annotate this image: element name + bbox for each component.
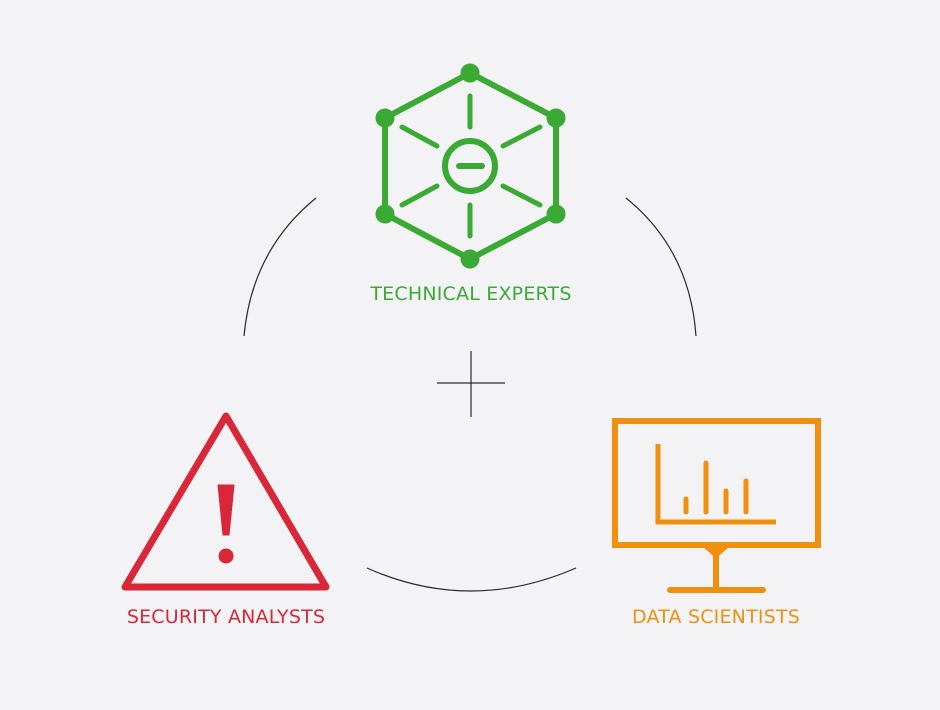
arc-security-technical xyxy=(243,197,317,337)
exclamation-dot xyxy=(218,548,234,564)
exclamation-bar xyxy=(217,484,235,536)
network-hexagon-icon xyxy=(375,63,566,269)
monitor-screen xyxy=(612,418,821,548)
center-ring xyxy=(442,138,498,194)
technical-experts-label: TECHNICAL EXPERTS xyxy=(370,283,572,305)
hexagon-vertex-dots xyxy=(375,63,566,269)
connector-arcs xyxy=(243,197,697,592)
warning-triangle-icon xyxy=(121,412,330,591)
hexagon-spokes xyxy=(399,93,543,239)
monitor-neck-connector xyxy=(703,547,729,559)
triangle-outline xyxy=(121,412,330,591)
data-scientists-label: DATA SCIENTISTS xyxy=(631,606,801,628)
arc-technical-data xyxy=(625,197,697,337)
chart-bars xyxy=(683,460,749,515)
security-analysts-label: SECURITY ANALYSTS xyxy=(126,606,326,628)
plus-icon xyxy=(437,351,505,417)
monitor-bar-chart-icon xyxy=(612,418,821,593)
chart-axes xyxy=(655,444,776,525)
arc-security-data xyxy=(366,567,577,592)
